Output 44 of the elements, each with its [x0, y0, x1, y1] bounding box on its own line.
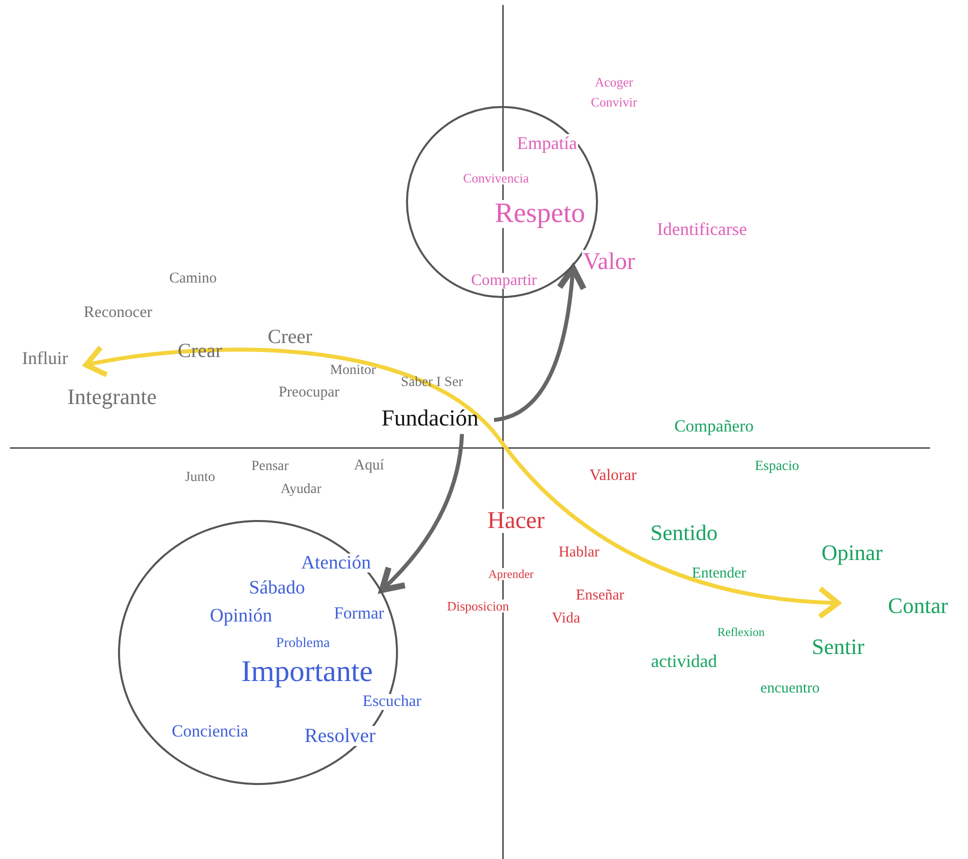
word-label: Pensar [251, 460, 289, 474]
word-label: Aprender [487, 568, 535, 580]
word-label: Monitor [330, 364, 376, 378]
word: Resolver [303, 726, 377, 746]
word-label: Influir [22, 349, 68, 367]
word-label: Reconocer [84, 305, 152, 321]
word: Convivir [590, 96, 638, 108]
word: Respeto [494, 200, 586, 228]
word-label: Vida [552, 612, 580, 626]
word-label: Enseñar [576, 588, 624, 604]
word-label: Compañero [674, 418, 754, 434]
word: Conciencia [170, 722, 250, 740]
word: Atención [300, 554, 372, 572]
word: Identificarse [656, 220, 748, 238]
word-label: Disposicion [446, 600, 510, 612]
word-label: actividad [651, 652, 717, 670]
word: Convivencia [462, 172, 530, 184]
word: Empatía [516, 134, 578, 152]
word-label: Aquí [354, 458, 384, 474]
word-label: Ayudar [280, 483, 322, 497]
word-label: Sentido [650, 522, 718, 544]
word-label: Camino [169, 272, 217, 286]
word-label: Entender [692, 566, 746, 582]
word-label: Opinar [821, 542, 883, 564]
word-label: Espacio [754, 460, 800, 474]
word: Opinión [208, 606, 274, 626]
word-label: Hablar [558, 546, 600, 560]
word-label: Hacer [486, 509, 546, 533]
word: Acoger [594, 76, 634, 88]
word-label: Creer [268, 327, 312, 347]
word-label: Sentir [812, 636, 864, 658]
word-label: Junto [184, 471, 216, 485]
word: Escuchar [362, 694, 422, 710]
word-label: Preocupar [278, 386, 340, 400]
word-label: Contar [888, 595, 948, 617]
word-label: Valorar [589, 468, 637, 484]
word: Formar [332, 604, 386, 622]
word-label: Reflexion [717, 626, 765, 638]
word-label: Integrante [67, 386, 157, 408]
arrow [379, 434, 464, 593]
center-word: Fundación [381, 406, 479, 430]
word: Compartir [470, 273, 538, 289]
arrow [494, 265, 586, 422]
word-label: encuentro [760, 682, 820, 696]
